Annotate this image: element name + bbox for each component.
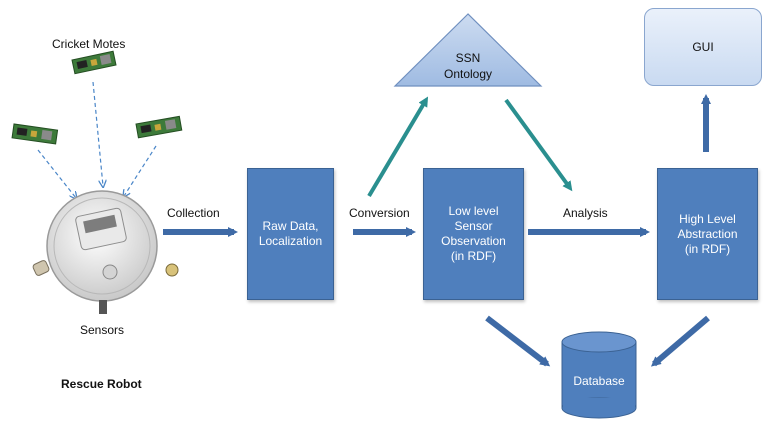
ontology-link-arrow — [367, 96, 429, 198]
conversion-label: Conversion — [349, 206, 410, 220]
database-label: Database — [573, 374, 625, 388]
database-icon — [561, 331, 637, 419]
ontology-analysis-arrow — [504, 98, 573, 192]
high-level-label: High Level Abstraction (in RDF) — [677, 211, 738, 256]
rescue-robot-label: Rescue Robot — [61, 377, 142, 391]
signal-arrow — [37, 149, 76, 198]
low-level-observation-node: Low level Sensor Observation (in RDF) — [423, 168, 524, 300]
store-arrow-left — [485, 315, 551, 367]
store-arrow-right — [650, 315, 710, 367]
ssn-ontology-label: SSN Ontology — [443, 51, 493, 81]
rescue-robot-icon — [46, 190, 158, 302]
cricket-mote-icon — [71, 50, 117, 75]
gui-label: GUI — [692, 40, 714, 54]
gui-node: GUI — [644, 8, 762, 86]
high-level-abstraction-node: High Level Abstraction (in RDF) — [657, 168, 758, 300]
signal-arrow — [124, 145, 157, 196]
sensors-label: Sensors — [80, 323, 125, 337]
low-level-label: Low level Sensor Observation (in RDF) — [441, 204, 506, 263]
raw-data-label: Raw Data, Localization — [258, 219, 323, 248]
cricket-mote-icon — [11, 123, 59, 145]
collection-label: Collection — [167, 206, 220, 220]
sensor-icon — [32, 260, 179, 314]
signal-arrow — [92, 81, 103, 186]
ssn-ontology-shape — [393, 13, 543, 87]
analysis-label: Analysis — [563, 206, 608, 220]
raw-data-node: Raw Data, Localization — [247, 168, 334, 300]
cricket-mote-icon — [135, 115, 183, 139]
cricket-motes-label: Cricket Motes — [52, 37, 126, 51]
